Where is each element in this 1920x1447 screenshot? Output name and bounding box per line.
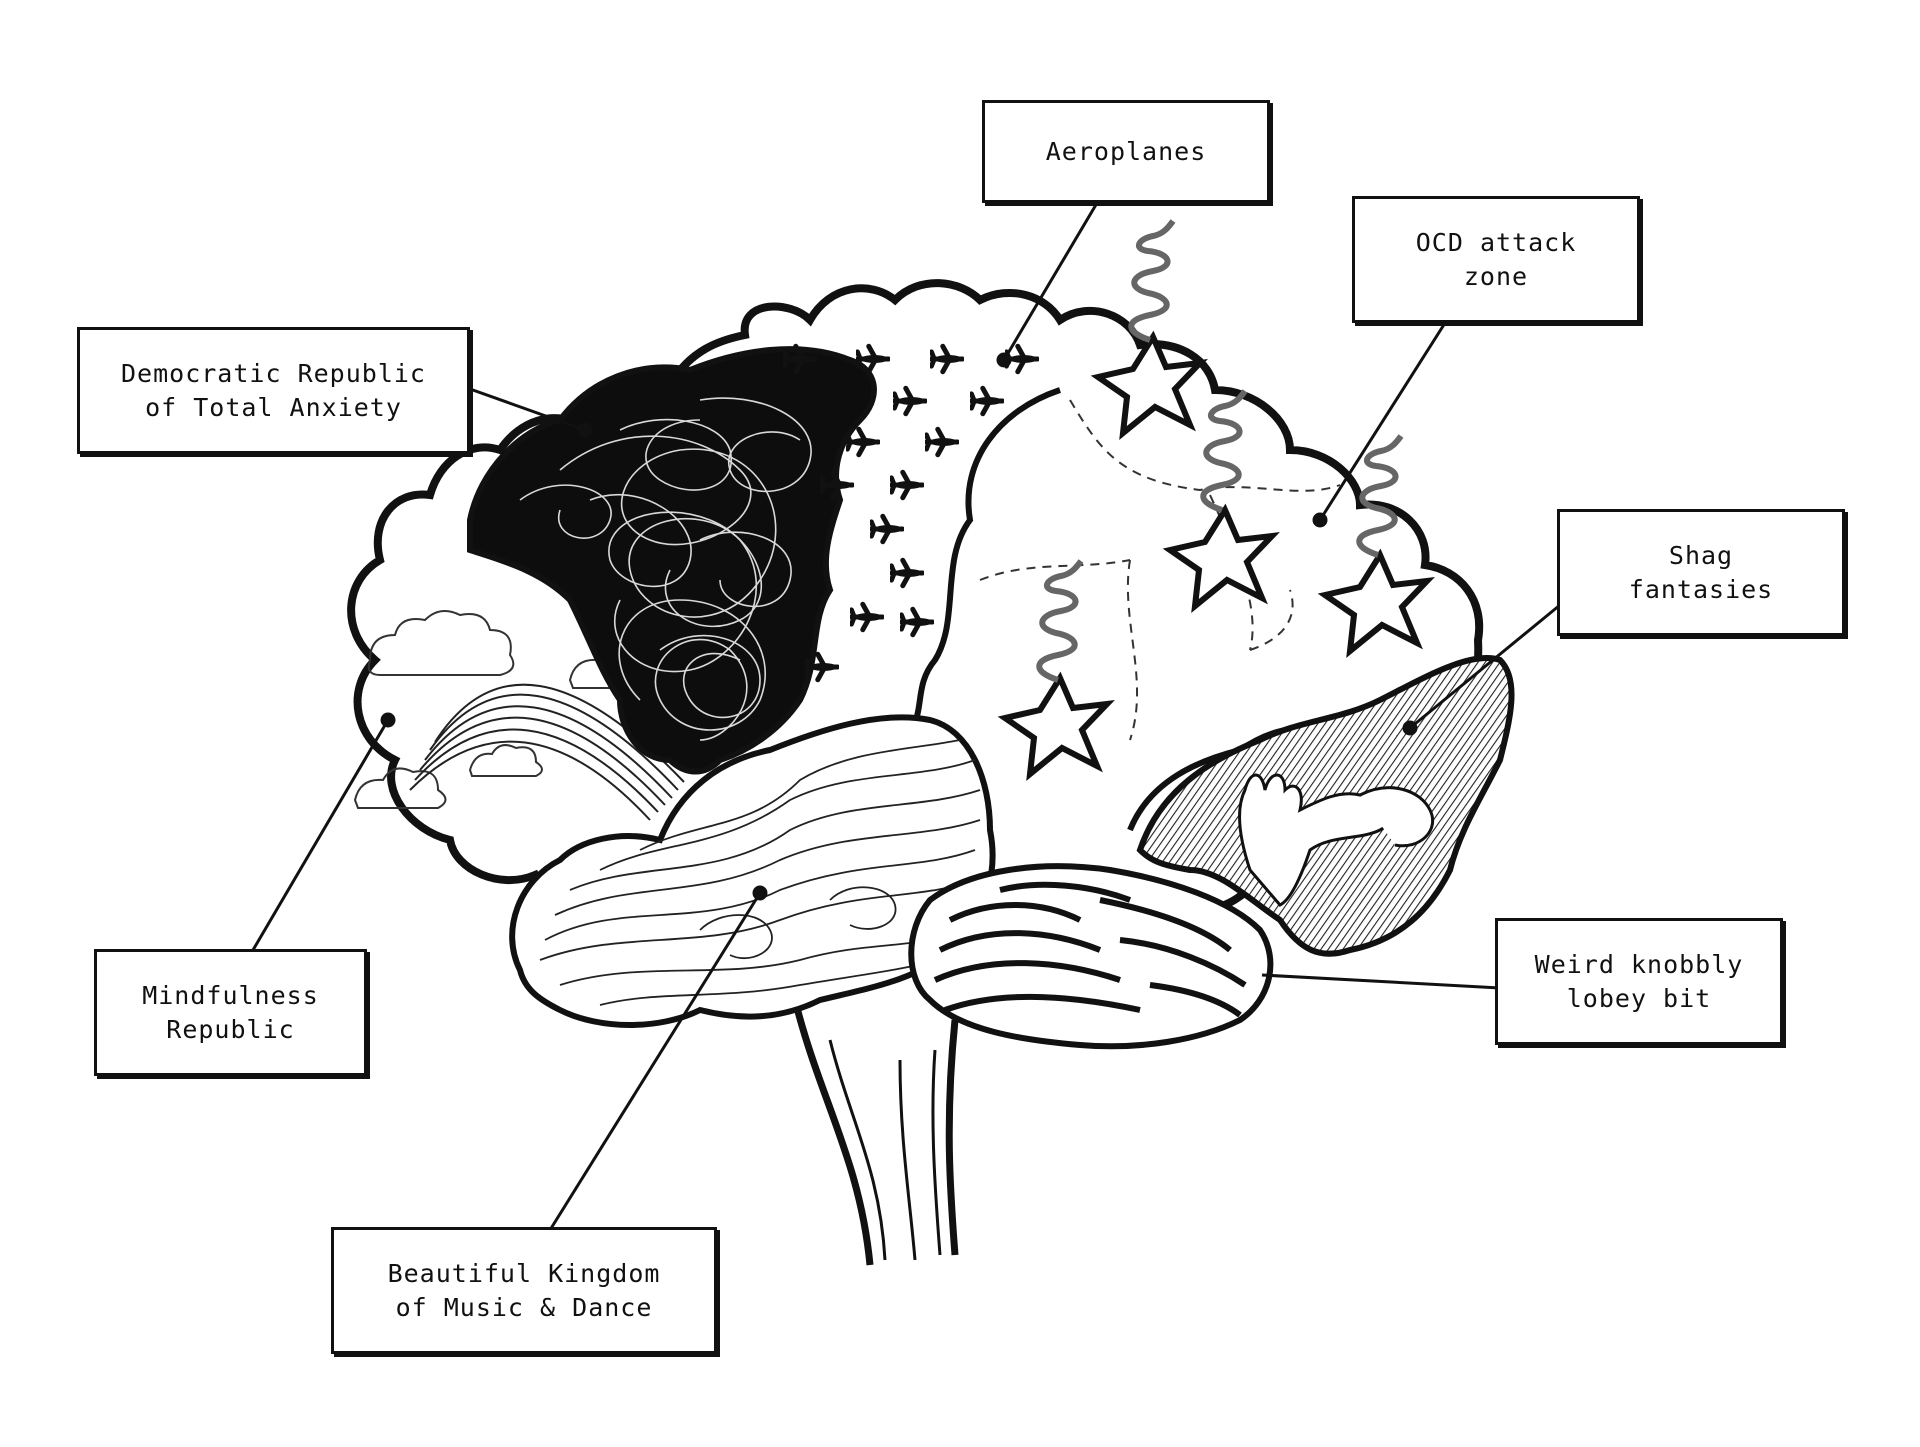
brainstem — [795, 1000, 955, 1265]
label-weird-knobbly-lobey-bit: Weird knobbly lobey bit — [1495, 918, 1783, 1045]
label-shag-fantasies: Shag fantasies — [1557, 509, 1845, 636]
label-aeroplanes: Aeroplanes — [982, 100, 1270, 203]
label-ocd-attack-zone: OCD attack zone — [1352, 196, 1640, 323]
label-democratic-republic-of-total-anxiety: Democratic Republic of Total Anxiety — [77, 327, 470, 454]
label-beautiful-kingdom-of-music-and-dance: Beautiful Kingdom of Music & Dance — [331, 1227, 717, 1354]
label-mindfulness-republic: Mindfulness Republic — [94, 949, 367, 1076]
